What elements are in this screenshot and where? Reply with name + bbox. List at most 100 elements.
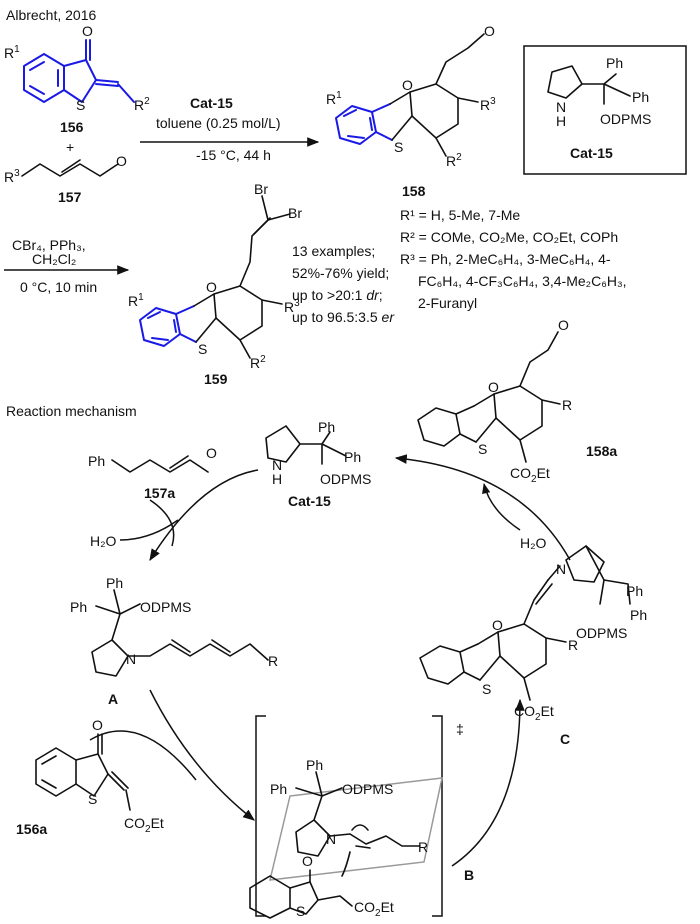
center-label-h: H — [272, 471, 282, 487]
C-label-r: R — [568, 637, 578, 653]
label-s-158a: S — [478, 441, 487, 457]
label-ald-o-158: O — [484, 23, 495, 39]
A-label-r: R — [268, 653, 278, 669]
label-ph-157a: Ph — [88, 453, 105, 469]
C-label-odpms: ODPMS — [576, 625, 627, 641]
B-label-n: N — [326, 831, 336, 847]
structure-156 — [23, 39, 135, 103]
A-label-odpms: ODPMS — [140, 599, 191, 615]
arrow-156a-in — [89, 730, 197, 781]
label-r1-159: R1 — [128, 292, 144, 309]
structure-158 — [335, 33, 485, 157]
label-o-157a: O — [206, 445, 217, 461]
arrow-A-to-B — [149, 689, 255, 821]
label-s-156: S — [76, 97, 85, 113]
structure-A — [91, 589, 269, 677]
B-label-ph2: Ph — [270, 781, 287, 797]
label-o-158: O — [402, 77, 413, 93]
results-er: up to 96.5:3.5 er — [292, 309, 395, 325]
B-label-o: O — [302, 853, 313, 869]
box-label-ph1: Ph — [606, 55, 623, 71]
label-o-159: O — [206, 279, 217, 295]
structure-158a — [417, 331, 561, 463]
label-o-156: O — [82, 23, 93, 39]
A-label-n: N — [126, 651, 136, 667]
label-s-156a: S — [88, 791, 97, 807]
label-r3-158: R3 — [480, 96, 496, 113]
compound-label-156a: 156a — [16, 821, 47, 837]
box-label-odpms: ODPMS — [600, 111, 651, 127]
reaction2-reagents: CBr₄, PPh₃, — [12, 237, 86, 253]
arrow-hydrolysis — [482, 482, 521, 531]
compound-label-157a: 157a — [144, 485, 175, 501]
B-label-s: S — [296, 903, 305, 919]
mechanism-title: Reaction mechanism — [6, 403, 137, 419]
box-label-ph2: Ph — [632, 89, 649, 105]
label-r2: R2 — [134, 96, 150, 113]
C-label-ph2: Ph — [630, 607, 647, 623]
center-label-odpms: ODPMS — [320, 471, 371, 487]
compound-label-157: 157 — [58, 189, 82, 205]
label-s-158: S — [394, 139, 403, 155]
structure-C — [419, 545, 631, 701]
water-in-label: H₂O — [520, 535, 547, 551]
label-r3-159: R3 — [284, 298, 300, 315]
C-label-s: S — [482, 681, 491, 697]
B-label-r: R — [418, 839, 428, 855]
reaction1-catalyst: Cat-15 — [190, 95, 233, 111]
arrow-157a-in — [149, 499, 175, 547]
results-examples: 13 examples; — [292, 243, 375, 259]
C-label-ph1: Ph — [626, 583, 643, 599]
bracket-right — [432, 715, 443, 917]
intermediate-label-A: A — [108, 691, 118, 707]
reaction2-conditions: 0 °C, 10 min — [20, 279, 97, 295]
label-ald-o-158a: O — [558, 317, 569, 333]
label-o-158a: O — [488, 379, 499, 395]
center-label-ph2: Ph — [344, 449, 361, 465]
center-catalyst-label: Cat-15 — [288, 493, 331, 509]
compound-label-156: 156 — [60, 119, 84, 135]
box-catalyst-label: Cat-15 — [570, 145, 613, 161]
C-label-co2et: CO2Et — [514, 703, 554, 723]
A-label-ph2: Ph — [70, 599, 87, 615]
B-label-ph1: Ph — [306, 757, 323, 773]
label-r2-159: R2 — [250, 354, 266, 371]
label-r2-158: R2 — [446, 152, 462, 169]
box-label-h: H — [556, 113, 566, 129]
r3-list-line2: FC₆H₄, 4-CF₃C₆H₄, 3,4-Me₂C₆H₃, — [418, 273, 627, 289]
label-o-157: O — [116, 153, 127, 169]
C-label-n: N — [556, 561, 566, 577]
arrow-C-to-cat — [394, 454, 571, 561]
label-co2et-158a: CO2Et — [510, 465, 550, 485]
structure-cat15-box — [547, 65, 631, 105]
structure-157a — [111, 455, 209, 473]
label-br2: Br — [288, 205, 302, 221]
label-r3-157: R3 — [4, 168, 20, 185]
compound-label-158: 158 — [402, 183, 426, 199]
B-label-co2et: CO2Et — [354, 899, 394, 919]
B-label-odpms: ODPMS — [342, 781, 393, 797]
r3-list-line1: R³ = Ph, 2-MeC₆H₄, 3-MeC₆H₄, 4- — [400, 251, 611, 267]
center-label-n: N — [272, 457, 282, 473]
compound-label-159: 159 — [204, 371, 228, 387]
label-r-158a: R — [562, 397, 572, 413]
structure-cat15-center — [265, 425, 347, 465]
label-r1-158: R1 — [326, 90, 342, 107]
ts-plane — [269, 777, 443, 881]
reaction1-solvent: toluene (0.25 mol/L) — [156, 115, 281, 131]
structure-156a — [35, 733, 131, 811]
structure-157 — [21, 159, 119, 177]
intermediate-label-B: B — [464, 867, 474, 883]
box-label-n: N — [556, 99, 566, 115]
water-out-label: H₂O — [90, 533, 117, 549]
reaction2-solvent: CH₂Cl₂ — [32, 251, 76, 267]
bracket-left — [255, 715, 266, 917]
arrow-B-to-C — [451, 698, 525, 867]
structure-B — [249, 771, 421, 919]
structure-159 — [139, 195, 291, 359]
arrow-water-out — [119, 519, 179, 541]
center-label-ph1: Ph — [318, 419, 335, 435]
reaction1-conditions: -15 °C, 44 h — [196, 147, 271, 163]
compound-label-158a: 158a — [586, 443, 617, 459]
